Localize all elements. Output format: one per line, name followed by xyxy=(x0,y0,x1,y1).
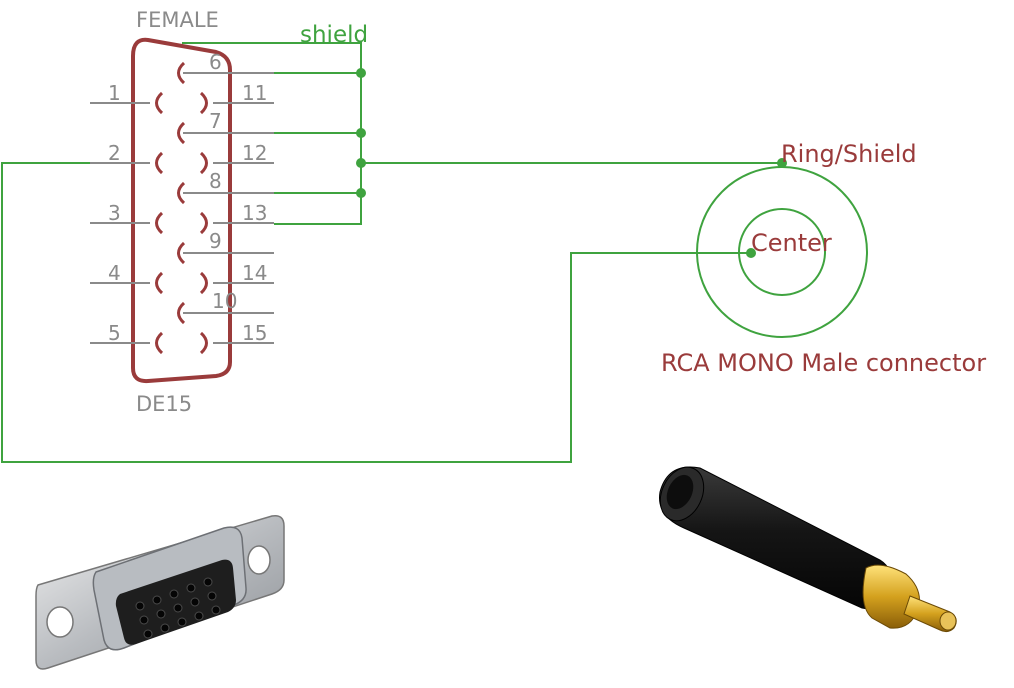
pin-number: 11 xyxy=(242,81,267,105)
pin-number: 13 xyxy=(242,201,267,225)
pin-number: 7 xyxy=(209,109,222,133)
center-wire xyxy=(1,162,751,463)
shield-label: shield xyxy=(300,22,368,48)
pin-number: 5 xyxy=(108,321,121,345)
de15-connector-photo xyxy=(35,514,285,670)
pin-numbers: 1 2 3 4 5 6 7 8 9 10 11 12 13 14 15 xyxy=(108,50,267,345)
pin-number: 3 xyxy=(108,201,121,225)
pin-number: 1 xyxy=(108,81,121,105)
middle-pin-lines xyxy=(183,72,274,314)
pin-number: 8 xyxy=(209,169,222,193)
rca-symbol xyxy=(696,166,868,338)
right-pin-lines xyxy=(213,102,274,344)
rca-title: RCA MONO Male connector xyxy=(661,349,986,377)
pin-number: 6 xyxy=(209,50,222,74)
pin-number: 2 xyxy=(108,141,121,165)
pin-number: 4 xyxy=(108,261,121,285)
pin-sockets xyxy=(155,61,208,355)
junction-dots xyxy=(356,68,787,258)
part-label: DE15 xyxy=(136,392,192,416)
rca-center-ring xyxy=(738,208,826,296)
de15-connector: 1 2 3 4 5 6 7 8 9 10 11 12 13 14 15 FEMA… xyxy=(90,8,274,416)
junction-dot xyxy=(356,128,366,138)
junction-dot xyxy=(356,68,366,78)
pin-number: 14 xyxy=(242,261,267,285)
rca-plug-photo xyxy=(659,466,957,633)
connector-shell xyxy=(131,37,232,384)
junction-dot xyxy=(777,158,787,168)
junction-dot xyxy=(356,188,366,198)
wires xyxy=(1,42,782,463)
center-label: Center xyxy=(751,229,832,257)
junction-dot xyxy=(356,158,366,168)
pin-number: 10 xyxy=(212,289,237,313)
junction-dot xyxy=(746,248,756,258)
ring-shield-label: Ring/Shield xyxy=(781,140,917,168)
left-pin-lines xyxy=(90,102,150,344)
pin-number: 9 xyxy=(209,229,222,253)
gender-label: FEMALE xyxy=(136,8,219,32)
rca-outer-ring xyxy=(696,166,868,338)
pin-number: 12 xyxy=(242,141,267,165)
pin-number: 15 xyxy=(242,321,267,345)
